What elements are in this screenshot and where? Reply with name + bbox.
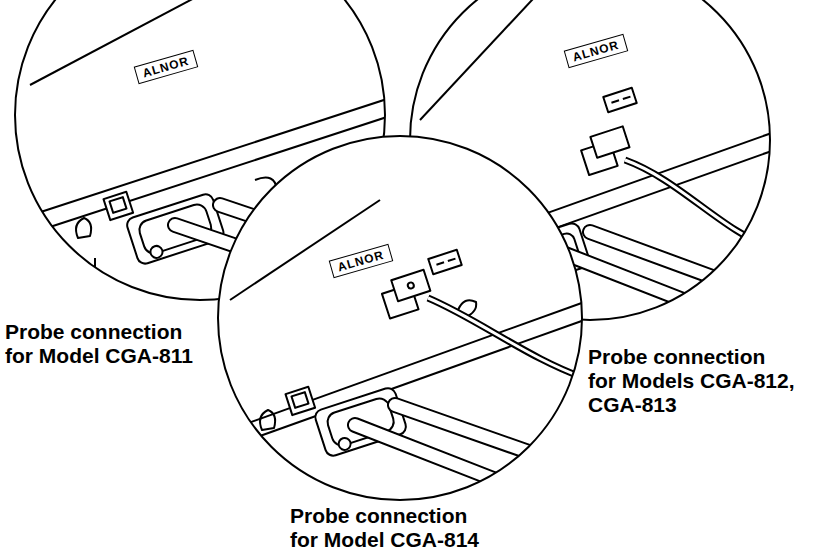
view-caption: Probe connection for Models CGA-812, CGA…	[588, 345, 796, 417]
middle-detail-view	[215, 136, 590, 510]
view-caption: Probe connection for Model CGA-811	[5, 320, 205, 368]
view-caption: Probe connection for Model CGA-814	[290, 504, 490, 552]
